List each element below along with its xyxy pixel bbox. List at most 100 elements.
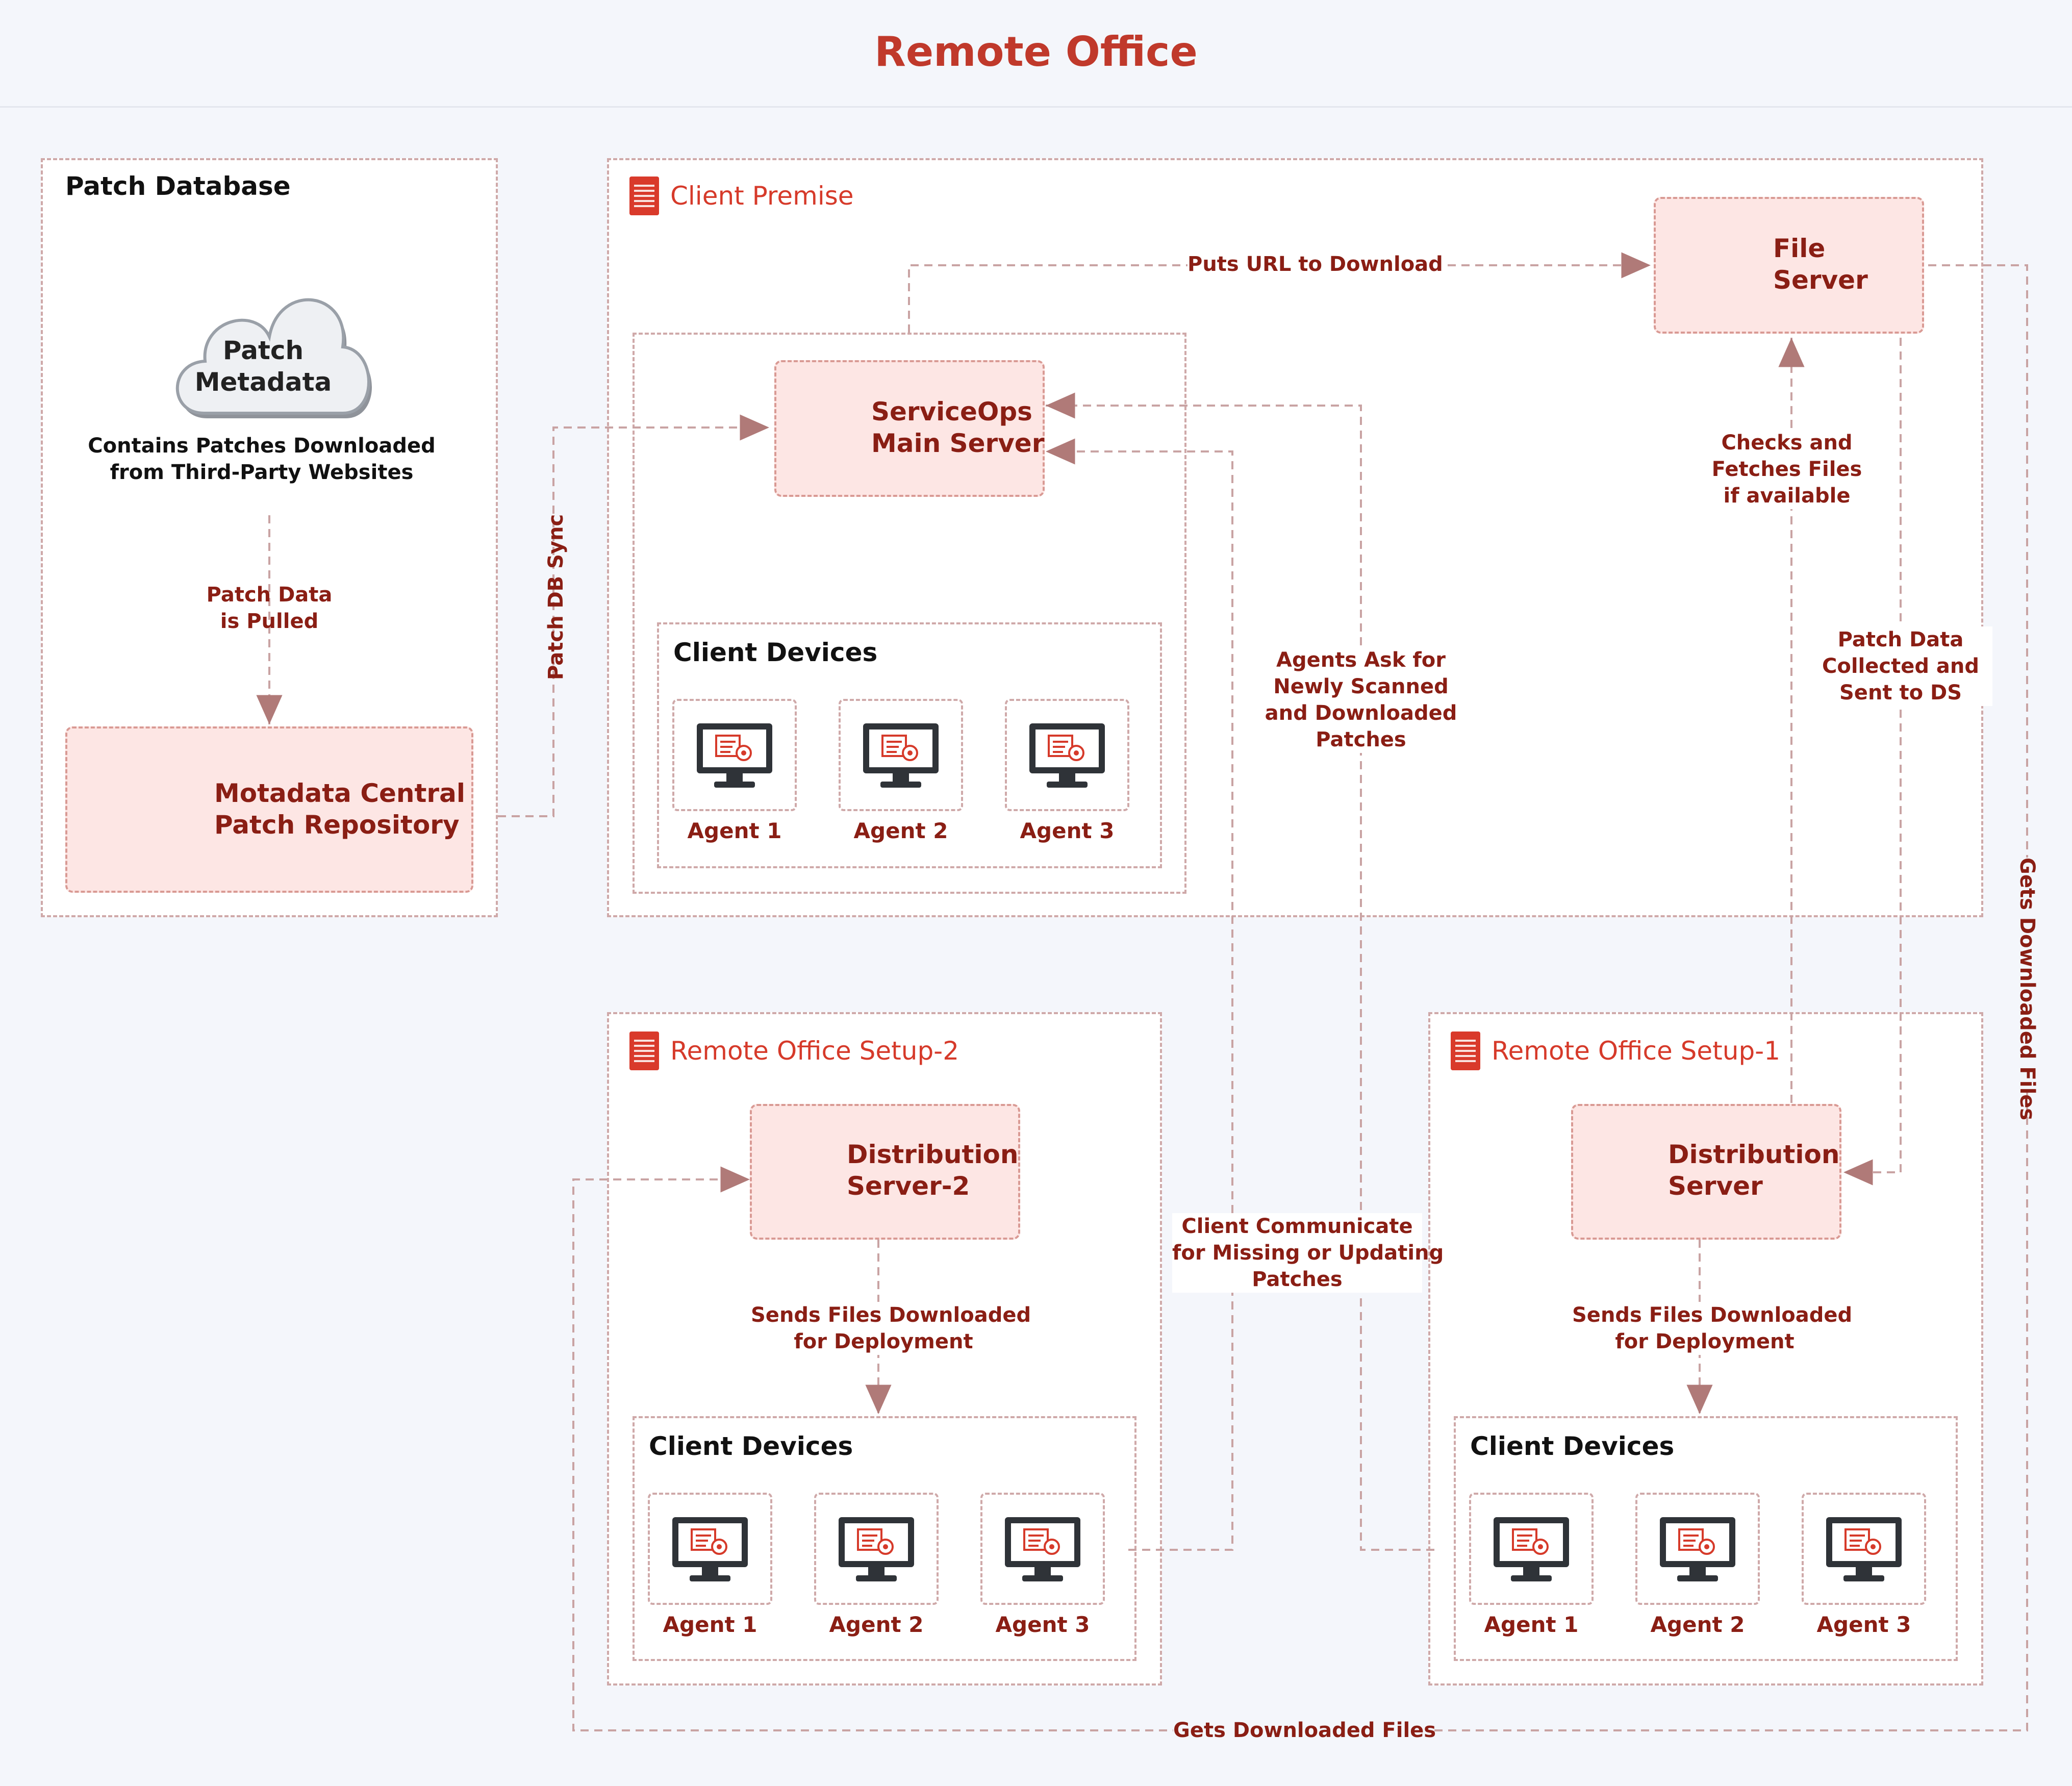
collected-line2: Collected and — [1822, 655, 1979, 678]
building-icon — [1451, 1032, 1480, 1070]
premise-devices-title: Client Devices — [673, 638, 878, 667]
setup-2-title-text: Remote Office Setup-2 — [670, 1036, 959, 1066]
agents-ask-connector — [1046, 392, 1434, 1551]
collected-sent-connector — [1843, 338, 1902, 1186]
agent-card — [648, 1493, 772, 1605]
main-server-box — [774, 360, 1045, 497]
central-repository-label: Motadata Central Patch Repository — [214, 777, 465, 841]
setup-1-title-text: Remote Office Setup-1 — [1492, 1036, 1781, 1066]
monitor-icon — [839, 1517, 914, 1581]
agents-ask-line1: Agents Ask for — [1276, 648, 1446, 672]
agents-ask-line4: Patches — [1316, 728, 1406, 751]
monitor-icon — [1494, 1517, 1569, 1581]
monitor-icon — [1826, 1517, 1902, 1581]
checks-line3: if available — [1723, 484, 1851, 508]
patch-db-sync-label: Patch DB Sync — [544, 514, 568, 680]
distribution-server-2-label: Distribution Server-2 — [847, 1139, 1018, 1202]
monitor-icon — [1005, 1517, 1080, 1581]
monitor-icon — [672, 1517, 748, 1581]
building-icon — [629, 177, 659, 215]
cloud-description: Contains Patches Downloaded from Third-P… — [86, 433, 438, 486]
cloud-label-line2: Metadata — [194, 367, 332, 397]
agent-card — [672, 699, 797, 811]
client-comm-line2: for Missing or Updating — [1172, 1241, 1444, 1265]
monitor-icon — [697, 723, 772, 788]
checks-fetches-label: Checks and Fetches Files if available — [1694, 430, 1880, 509]
gets-files-right-label: Gets Downloaded Files — [2015, 858, 2039, 1121]
puts-url-label: Puts URL to Download — [1187, 251, 1443, 278]
gets-files-bottom-label: Gets Downloaded Files — [1173, 1717, 1436, 1744]
setup-1-devices-title: Client Devices — [1470, 1431, 1675, 1461]
setup-2-sends-label: Sends Files Downloaded for Deployment — [751, 1302, 1031, 1355]
setup-1-title: Remote Office Setup-1 — [1451, 1032, 1780, 1070]
checks-line1: Checks and — [1721, 431, 1853, 455]
setup-2-sends-line2: for Deployment — [794, 1330, 973, 1353]
monitor-icon — [863, 723, 939, 788]
client-premise-title: Client Premise — [629, 177, 854, 215]
agents-ask-line2: Newly Scanned — [1273, 675, 1449, 698]
agent-card — [1802, 1493, 1926, 1605]
sync-connector — [498, 414, 769, 817]
setup-1-sends-line2: for Deployment — [1615, 1330, 1795, 1353]
collected-sent-label: Patch Data Collected and Sent to DS — [1809, 626, 1992, 706]
agents-ask-line3: and Downloaded — [1265, 701, 1457, 725]
distribution-server-2-line2: Server-2 — [847, 1171, 970, 1201]
patch-data-pulled-line1: Patch Data — [206, 583, 333, 607]
agent-label: Agent 2 — [1650, 1612, 1745, 1637]
setup-2-devices-title: Client Devices — [649, 1431, 853, 1461]
agent-card — [980, 1493, 1105, 1605]
patch-database-title: Patch Database — [65, 171, 291, 201]
setup-2-title: Remote Office Setup-2 — [629, 1032, 959, 1070]
cloud-description-line2: from Third-Party Websites — [110, 461, 414, 484]
monitor-icon — [1029, 723, 1105, 788]
collected-line1: Patch Data — [1837, 628, 1964, 651]
main-server-line2: Main Server — [871, 429, 1045, 458]
distribution-server-1-label: Distribution Server — [1668, 1139, 1839, 1202]
central-repository-box — [65, 726, 473, 893]
agent-label: Agent 3 — [995, 1612, 1090, 1637]
client-communicate-label: Client Communicate for Missing or Updati… — [1172, 1213, 1444, 1293]
distribution-server-1-line2: Server — [1668, 1171, 1763, 1201]
agent-label: Agent 1 — [687, 818, 782, 843]
distribution-server-2-line1: Distribution — [847, 1140, 1019, 1169]
monitor-icon — [1660, 1517, 1735, 1581]
agent-label: Agent 2 — [829, 1612, 924, 1637]
cloud-description-line1: Contains Patches Downloaded — [88, 434, 436, 458]
cloud-icon — [175, 298, 372, 418]
agents-ask-label: Agents Ask for Newly Scanned and Downloa… — [1259, 647, 1463, 753]
agent-label: Agent 1 — [663, 1612, 757, 1637]
agent-label: Agent 3 — [1816, 1612, 1911, 1637]
distribution-server-1-line1: Distribution — [1668, 1140, 1840, 1169]
file-server-label: File Server — [1773, 233, 1868, 296]
collected-line3: Sent to DS — [1839, 681, 1962, 705]
client-premise-title-text: Client Premise — [670, 181, 854, 211]
file-server-line2: Server — [1773, 265, 1868, 295]
distribution-server-2-box — [750, 1104, 1020, 1240]
agent-card — [1635, 1493, 1760, 1605]
central-repository-line2: Patch Repository — [214, 810, 460, 840]
client-comm-line1: Client Communicate — [1181, 1215, 1413, 1238]
agent-label: Agent 1 — [1484, 1612, 1579, 1637]
setup-1-sends-line1: Sends Files Downloaded — [1572, 1303, 1853, 1327]
header-bar — [0, 0, 2072, 108]
cloud-label: Patch Metadata — [182, 335, 345, 398]
distribution-server-1-box — [1571, 1104, 1841, 1240]
cloud-label-line1: Patch — [222, 336, 304, 365]
checks-line2: Fetches Files — [1711, 458, 1862, 481]
setup-1-sends-label: Sends Files Downloaded for Deployment — [1572, 1302, 1853, 1355]
patch-data-pulled-line2: is Pulled — [220, 610, 319, 633]
setup-2-sends-line1: Sends Files Downloaded — [751, 1303, 1031, 1327]
main-server-label: ServiceOps Main Server — [871, 396, 1044, 459]
file-server-line1: File — [1773, 234, 1826, 263]
agent-card — [1005, 699, 1129, 811]
agent-label: Agent 3 — [1020, 818, 1115, 843]
client-comm-line3: Patches — [1252, 1268, 1343, 1291]
patch-data-pulled-label: Patch Data is Pulled — [188, 582, 351, 635]
client-communicate-connector — [1046, 438, 1233, 1551]
agent-card — [839, 699, 963, 811]
main-server-line1: ServiceOps — [871, 397, 1032, 426]
building-icon — [629, 1032, 659, 1070]
central-repository-line1: Motadata Central — [214, 778, 465, 808]
agent-card — [1469, 1493, 1594, 1605]
